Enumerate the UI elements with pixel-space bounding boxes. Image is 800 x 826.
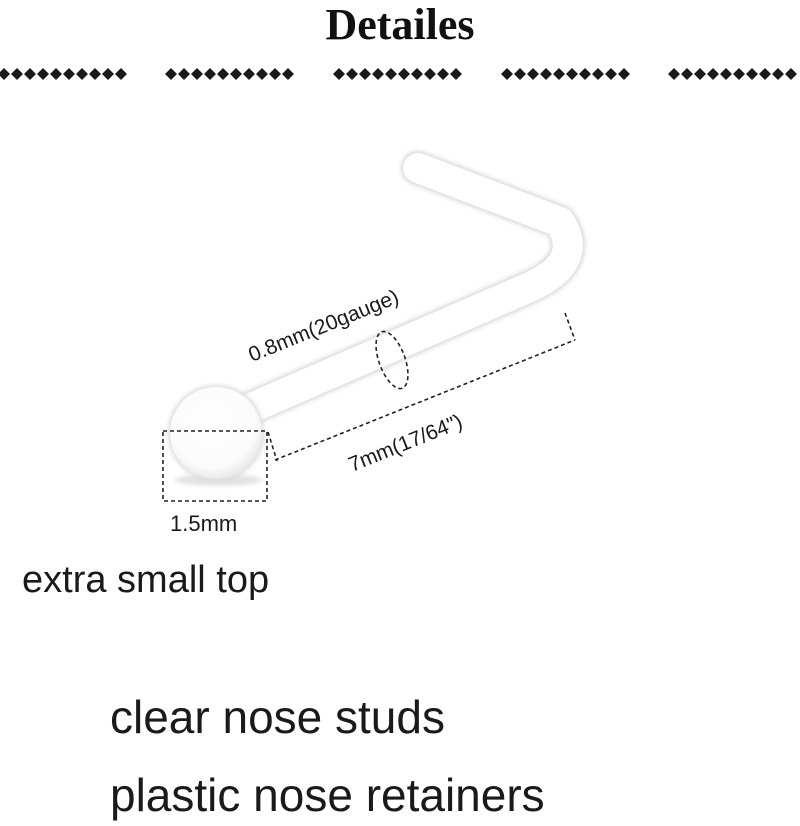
- ball-size-box: [162, 430, 268, 502]
- ball-top: [168, 385, 264, 486]
- product-line-2: plastic nose retainers: [110, 769, 545, 821]
- top-type-label: extra small top: [22, 559, 270, 601]
- diamond-divider: [0, 68, 797, 80]
- stem-length-label: 7mm(17/64"): [345, 410, 466, 477]
- ball-size-label: 1.5mm: [170, 511, 237, 536]
- length-dimension: [267, 312, 576, 462]
- nose-stud-diagram: 0.8mm(20gauge) 7mm(17/64") 1.5mm: [162, 151, 585, 536]
- gauge-ellipse: [375, 330, 409, 390]
- product-line-1: clear nose studs: [110, 691, 445, 743]
- page-title: Detailes: [325, 0, 475, 49]
- stud-body: [188, 151, 585, 445]
